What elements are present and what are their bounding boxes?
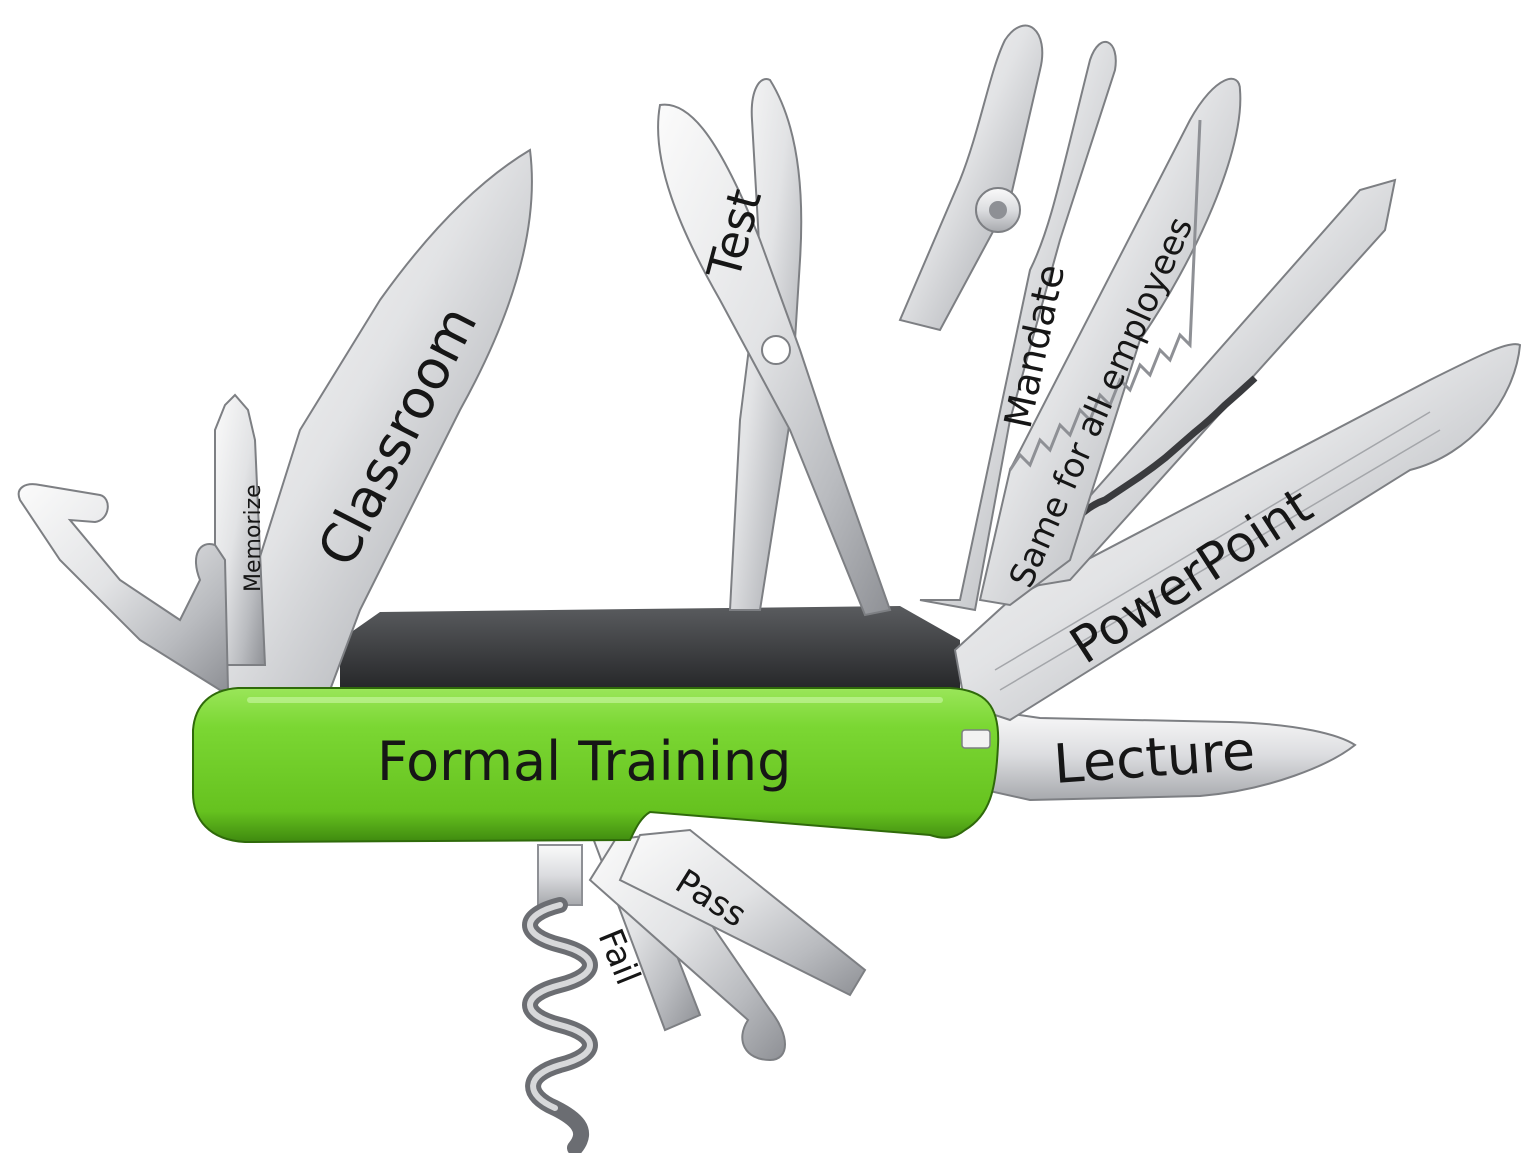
scissors-tool: Test bbox=[658, 79, 890, 615]
memorize-label: Memorize bbox=[241, 484, 266, 592]
classroom-blade: Classroom bbox=[220, 150, 532, 690]
handle-label: Formal Training bbox=[377, 730, 791, 793]
knife-body-interior bbox=[340, 606, 960, 700]
lecture-blade: Lecture bbox=[985, 710, 1355, 800]
can-opener-tool bbox=[19, 484, 228, 690]
knife-handle: Formal Training bbox=[193, 688, 998, 842]
corkscrew-tool bbox=[530, 845, 590, 1148]
